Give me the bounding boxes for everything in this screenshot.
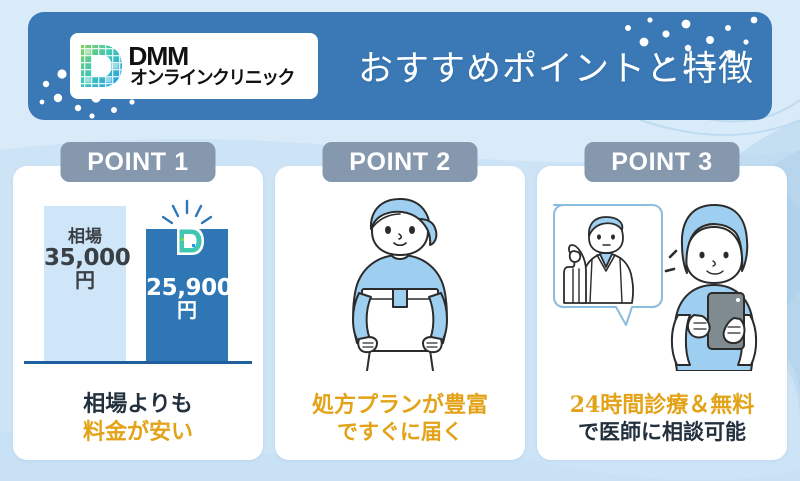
bar-dmm-price-label: 25,900 円 — [146, 275, 233, 323]
logo-brand-text: DMM — [128, 41, 189, 72]
dmm-d-mini-logo — [177, 227, 204, 255]
point-1-illustration: 相場 35,000 円 25,900 円 — [13, 196, 263, 371]
bar-market-price-label: 相場 35,000 円 — [44, 227, 131, 293]
point-2-caption: 処方プランが豊富 ですぐに届く — [275, 391, 525, 446]
point-badge-1: POINT 1 — [60, 142, 216, 182]
point-2-illustration — [275, 196, 525, 371]
header-banner: DMM オンラインクリニック おすすめポイントと特徴 — [28, 12, 772, 120]
point-1-caption-line-1: 相場よりも — [83, 390, 193, 417]
bar-market-price: 相場 35,000 円 — [44, 206, 131, 361]
page-title: おすすめポイントと特徴 — [358, 49, 755, 90]
bar-market-unit: 円 — [75, 268, 95, 293]
point-2-caption-line-2: ですぐに届く — [337, 419, 463, 445]
bar-dmm-unit: 円 — [177, 298, 197, 323]
price-comparison-bar-chart: 相場 35,000 円 25,900 円 — [22, 199, 254, 371]
woman-with-smartphone — [670, 204, 758, 371]
point-3-caption-line-1: 24時間診療＆無料 — [569, 391, 755, 418]
bar-market-value: 35,000 — [44, 245, 131, 272]
chart-baseline — [24, 361, 252, 364]
point-3-caption: 24時間診療＆無料 で医師に相談可能 — [537, 391, 787, 446]
dmm-d-pixel-icon — [81, 45, 122, 87]
point-3-caption-line-2: で医師に相談可能 — [578, 419, 746, 445]
point-card-2: POINT 2 — [275, 142, 525, 460]
woman-holding-box-icon — [352, 198, 448, 371]
bar-market-term: 相場 — [68, 227, 102, 247]
point-2-caption-line-1: 処方プランが豊富 — [311, 391, 488, 418]
point-1-caption-line-2: 料金が安い — [82, 418, 193, 445]
motion-marks — [664, 249, 678, 273]
point-badge-2: POINT 2 — [322, 142, 478, 182]
points-row: POINT 1 相場 35,000 円 25,900 円 — [0, 142, 800, 466]
bar-dmm-value: 25,900 — [146, 275, 233, 301]
doctor-speech-bubble — [553, 204, 663, 326]
point-card-3: POINT 3 — [537, 142, 787, 460]
dmm-online-clinic-logo: DMM オンラインクリニック — [70, 33, 318, 99]
point-card-1: POINT 1 相場 35,000 円 25,900 円 — [13, 142, 263, 460]
doctor-bubble-and-smartphone-woman-icon — [553, 204, 758, 371]
point-1-caption: 相場よりも 料金が安い — [13, 390, 263, 446]
point-3-illustration — [537, 196, 787, 371]
point-badge-3: POINT 3 — [584, 142, 740, 182]
sparkle-burst-icon — [161, 199, 213, 255]
logo-subtitle-text: オンラインクリニック — [130, 68, 295, 90]
